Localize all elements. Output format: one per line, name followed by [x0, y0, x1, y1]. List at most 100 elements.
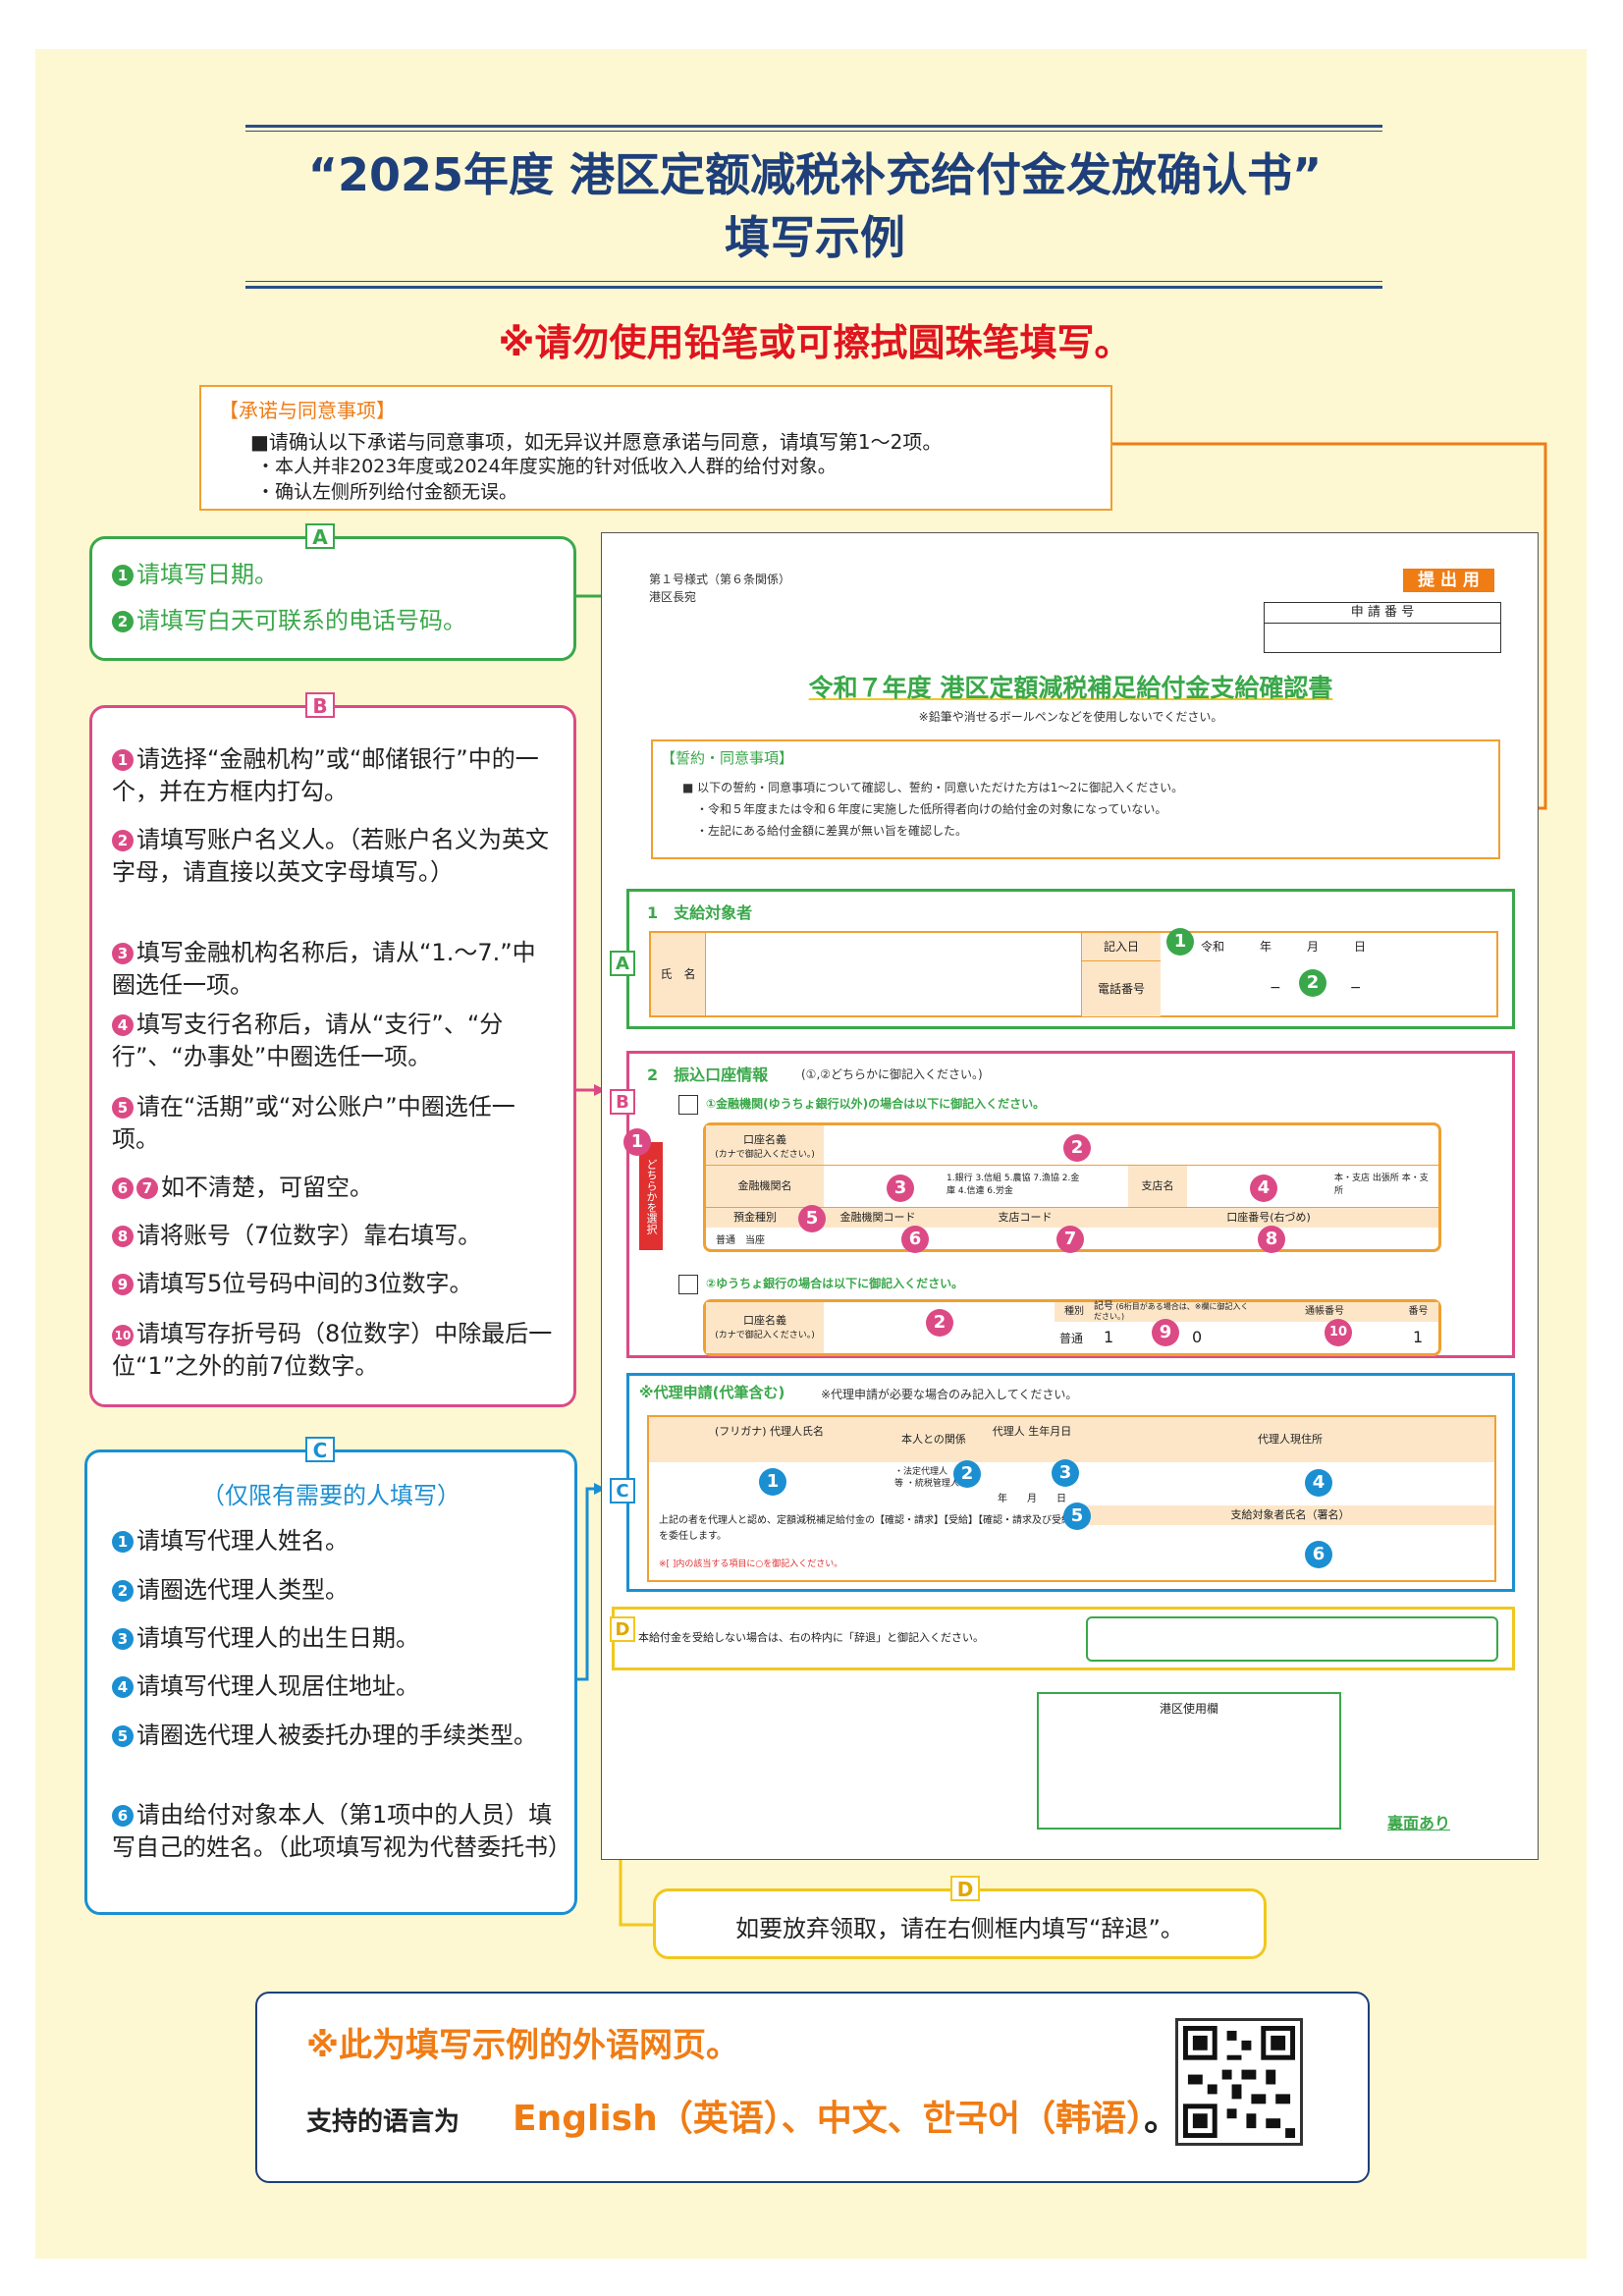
form-marker-a1-icon: 1 [1166, 928, 1194, 956]
application-number-label: 申 請 番 号 [1265, 603, 1500, 624]
acct-no-label: 口座番号(右づめ) [1099, 1208, 1438, 1228]
yucho-type-label: 種別 [1055, 1302, 1094, 1322]
form-section-1: 1 支給対象者 氏 名 記入日 令和 年 月 日 電話番号 − − [626, 889, 1515, 1029]
branch-code-label: 支店コード [951, 1208, 1099, 1228]
form-pledge-box: 【誓約・同意事項】 ■ 以下の誓約・同意事項について確認し、誓約・同意いただけた… [651, 739, 1500, 859]
form-marker-b1-icon: 1 [623, 1128, 651, 1156]
qr-code-icon[interactable] [1175, 2018, 1303, 2146]
form-addressee: 港区長宛 [649, 590, 697, 604]
form-sample: 第１号様式（第６条関係） 港区長宛 提 出 用 申 請 番 号 令和７年度 港区… [601, 532, 1539, 1860]
bank-types: 1.銀行 3.信組 5.農協 7.漁協 2.金庫 4.信連 6.労金 [947, 1174, 1080, 1196]
tag-a: A [305, 523, 335, 549]
form-marker-b3-icon: 3 [887, 1175, 914, 1202]
form-s2-opt1: ①金融機関(ゆうちょ銀行以外)の場合は以下に御記入ください。 [706, 1097, 1046, 1111]
form-marker-b4-icon: 4 [1250, 1175, 1277, 1202]
proxy-delegate: 上記の者を代理人と認め、定額減税補足給付金の【確認・請求】【受給】【確認・請求及… [659, 1515, 1081, 1542]
proxy-warn: ※[ ]内の該当する項目に○を御記入ください。 [659, 1559, 843, 1569]
yucho-table: 口座名義(カナで御記入ください。) 種別 普通 記号 (6桁目がある場合は、※欄… [703, 1299, 1441, 1356]
form-number: 第１号様式（第６条関係） [649, 573, 791, 586]
form-marker-b10-icon: 10 [1325, 1319, 1352, 1346]
form-s2-note: (①,②どちらかに御記入ください。) [801, 1067, 983, 1081]
proxy-date: 年 月 日 [998, 1494, 1066, 1504]
yucho-last: 1 [1413, 1328, 1424, 1346]
num-4-icon: 4 [112, 1014, 134, 1036]
num-9-icon: 9 [112, 1274, 134, 1295]
yucho-one: 1 [1104, 1328, 1114, 1346]
num-10-icon: 10 [112, 1325, 134, 1346]
tag-d: D [950, 1876, 980, 1901]
form-marker-c3-icon: 3 [1052, 1459, 1079, 1487]
num-4-icon: 4 [112, 1676, 134, 1698]
form-decline-section: 本給付金を受給しない場合は、右の枠内に「辞退」と御記入ください。 [612, 1607, 1515, 1670]
title-rule-top [245, 125, 1382, 128]
yucho-mark-note: (6桁目がある場合は、※欄に御記入ください。) [1094, 1302, 1249, 1321]
choose-one-label: どちらかを選択 [639, 1142, 663, 1250]
form-pledge-line2: ・令和５年度または令和６年度に実施した低所得者向けの給付金の対象になっていない。 [696, 802, 1167, 816]
option2-checkbox[interactable] [678, 1275, 698, 1294]
branch-name-label: 支店名 [1128, 1166, 1187, 1207]
form-proxy-note: ※代理申請が必要な場合のみ記入してください。 [821, 1388, 1078, 1401]
num-2-icon: 2 [112, 1580, 134, 1602]
page-title-line2: 填写示例 [725, 211, 905, 264]
footer-notice: ※此为填写示例的外语网页。 [306, 2026, 740, 2065]
decline-input[interactable] [1086, 1616, 1498, 1662]
option1-checkbox[interactable] [678, 1095, 698, 1115]
form-marker-c5-icon: 5 [1063, 1503, 1091, 1530]
footer-languages-text: English（英语）、中文、한국어（韩语） [513, 2099, 1145, 2139]
form-tag-d: D [610, 1616, 635, 1642]
form-section-2: 2 振込口座情報 (①,②どちらかに御記入ください。) ①金融機関(ゆうちょ銀行… [626, 1051, 1515, 1358]
footer-languages[interactable]: English（英语）、中文、한국어（韩语）。 [513, 2090, 1179, 2141]
form-marker-c4-icon: 4 [1305, 1469, 1332, 1497]
decline-text: 本給付金を受給しない場合は、右の枠内に「辞退」と御記入ください。 [638, 1631, 984, 1644]
application-number-box: 申 請 番 号 [1264, 602, 1501, 653]
num-6-icon: 6 [112, 1805, 134, 1827]
yucho-kana-label: (カナで御記入ください。) [715, 1331, 815, 1340]
acct-kana-label: (カナで御記入ください。) [715, 1150, 815, 1160]
pledge-heading: 【承诺与同意事项】 [219, 399, 396, 422]
pledge-box: 【承诺与同意事项】 ■请确认以下承诺与同意事项，如无异议并愿意承诺与同意，请填写… [199, 385, 1112, 511]
form-s2-opt2: ②ゆうちょ銀行の場合は以下に御記入ください。 [706, 1277, 964, 1290]
deposit-options: 普通 当座 [716, 1235, 765, 1246]
num-8-icon: 8 [112, 1226, 134, 1247]
pledge-line2: ・本人并非2023年度或2024年度实施的针对低收入人群的给付对象。 [256, 456, 837, 477]
proxy-rel-label: 本人との関係 [890, 1417, 978, 1462]
form-note: ※鉛筆や消せるボールペンなどを使用しないでください。 [918, 710, 1223, 724]
form-s1-date-label: 記入日 [1081, 933, 1161, 960]
form-title: 令和７年度 港区定額減税補足給付金支給確認書 [808, 674, 1333, 702]
form-s1-title: 1 支給対象者 [647, 903, 753, 922]
form-marker-b2b-icon: 2 [926, 1309, 953, 1337]
form-s1-table: 氏 名 記入日 令和 年 月 日 電話番号 − − [649, 931, 1498, 1017]
form-proxy-title: ※代理申請(代筆含む) [639, 1384, 785, 1401]
num-6-icon: 6 [112, 1177, 134, 1199]
form-tag-a: A [610, 951, 635, 976]
footer-lang-end: 。 [1144, 2099, 1180, 2139]
yucho-mark-label: 記号 (6桁目がある場合は、※欄に御記入ください。) [1094, 1302, 1251, 1322]
yucho-zero: 0 [1192, 1328, 1203, 1346]
form-pledge-line1: ■ 以下の誓約・同意事項について確認し、誓約・同意いただけた方は1〜2に御記入く… [682, 781, 1184, 794]
proxy-table: (フリガナ) 代理人氏名 本人との関係 代理人 生年月日 代理人現住所 ・法定代… [647, 1415, 1496, 1582]
form-tag-b: B [610, 1089, 635, 1115]
proxy-birth-label: 代理人 生年月日 [978, 1417, 1086, 1462]
acct-name-label: 口座名義 [743, 1133, 786, 1146]
proxy-addr-label: 代理人現住所 [1086, 1417, 1494, 1462]
tag-c: C [305, 1437, 335, 1462]
num-5-icon: 5 [112, 1725, 134, 1747]
office-use-box: 港区使用欄 [1037, 1692, 1341, 1830]
yucho-no-label: 通帳番号 [1251, 1302, 1398, 1322]
acct-name-cell: 口座名義 (カナで御記入ください。) [706, 1125, 824, 1165]
submit-badge: 提 出 用 [1403, 569, 1494, 592]
